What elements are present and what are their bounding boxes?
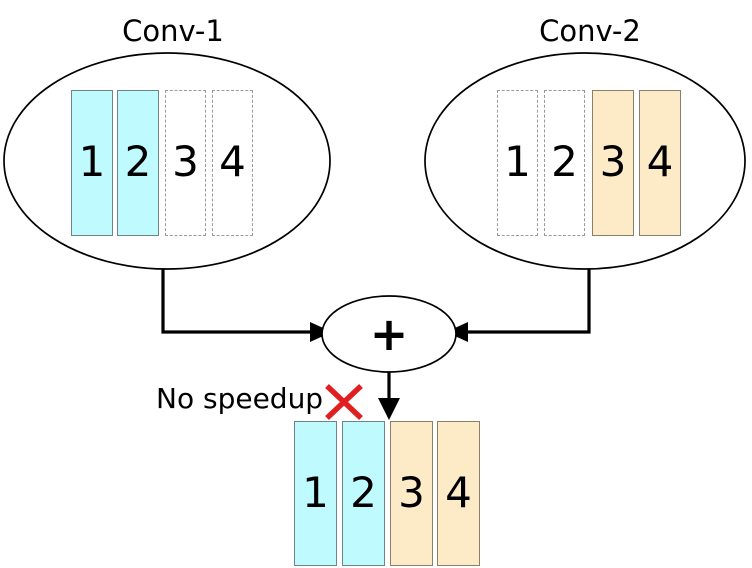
conv1-to-adder-connector	[161, 269, 310, 334]
red-x-icon	[325, 383, 363, 421]
conv2-to-adder-connector	[468, 269, 591, 334]
conv2-ellipse	[424, 52, 746, 270]
conv2-channel-2-label: 2	[551, 137, 578, 186]
conv2-channel-2-bar[interactable]	[544, 90, 585, 236]
conv2-channel-4-bar[interactable]	[639, 90, 681, 236]
conv1-channel-3-bar[interactable]	[165, 90, 206, 236]
conv1-channel-4-bar[interactable]	[212, 90, 253, 236]
adder-to-result-arrowhead	[378, 398, 400, 420]
conv1-title: Conv-1	[122, 14, 224, 48]
conv2-channel-3-label: 3	[599, 137, 627, 186]
result-channel-1-bar[interactable]	[294, 421, 337, 566]
conv2-to-adder-arrowhead	[446, 322, 468, 342]
conv1-channel-2-label: 2	[124, 137, 152, 186]
conv2-channel-3-bar[interactable]	[592, 90, 634, 236]
result-channel-1-label: 1	[302, 468, 329, 517]
result-channel-2-bar[interactable]	[342, 421, 385, 566]
conv2-channel-4-label: 4	[646, 137, 674, 186]
result-channel-3-label: 3	[398, 468, 425, 517]
conv1-channel-3-label: 3	[172, 137, 199, 186]
result-channel-4-label: 4	[445, 468, 472, 517]
conv1-channel-4-label: 4	[219, 137, 246, 186]
conv2-title: Conv-2	[539, 14, 641, 48]
conv1-channel-2-bar[interactable]	[117, 90, 159, 236]
conv1-channel-1-bar[interactable]	[71, 90, 113, 236]
adder-plus-label: +	[369, 307, 409, 361]
conv2-channel-1-label: 1	[504, 137, 531, 186]
no-speedup-annotation: No speedup	[156, 382, 324, 415]
result-channel-4-bar[interactable]	[437, 421, 480, 566]
result-channel-2-label: 2	[350, 468, 377, 517]
conv2-channel-1-bar[interactable]	[497, 90, 538, 236]
conv1-channel-1-label: 1	[78, 137, 106, 186]
result-channel-3-bar[interactable]	[390, 421, 433, 566]
conv1-to-adder-arrowhead	[310, 322, 332, 342]
